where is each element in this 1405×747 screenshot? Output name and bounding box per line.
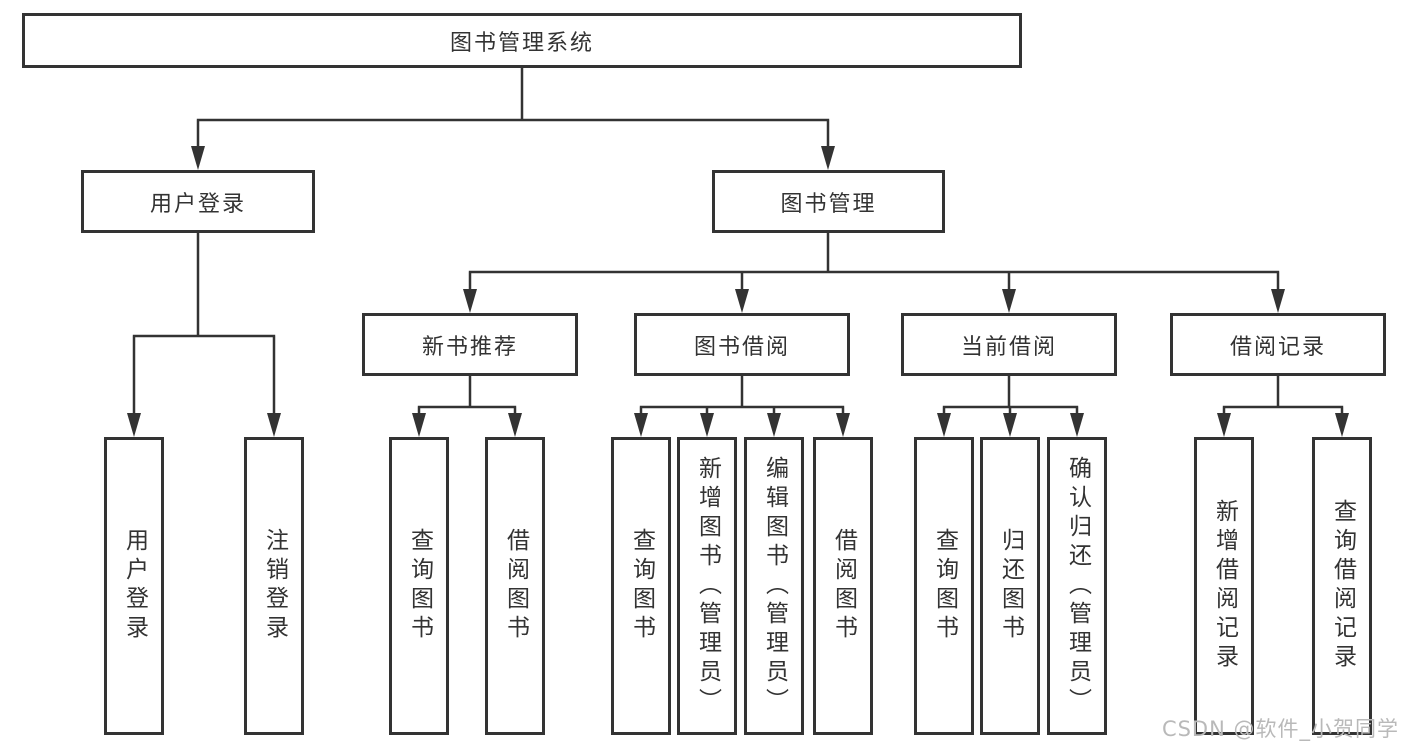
leaf-confirm-return-admin: 确认归还（管理员）	[1047, 437, 1107, 735]
leaf-label: 新增图书（管理员）	[694, 455, 721, 717]
leaf-query-books-borrow: 查询图书	[611, 437, 671, 735]
node-user-login: 用户登录	[81, 170, 315, 233]
node-new-book-recommend: 新书推荐	[362, 313, 578, 376]
leaf-label: 借阅图书	[502, 528, 529, 644]
leaf-add-borrow-record: 新增借阅记录	[1194, 437, 1254, 735]
csdn-watermark: CSDN @软件_小贺同学	[1161, 717, 1399, 741]
node-book-borrow: 图书借阅	[634, 313, 850, 376]
leaf-query-borrow-record: 查询借阅记录	[1312, 437, 1372, 735]
leaf-label: 查询借阅记录	[1329, 499, 1356, 673]
leaf-label: 注销登录	[261, 528, 288, 644]
node-book-management: 图书管理	[712, 170, 945, 233]
node-root-system: 图书管理系统	[22, 13, 1022, 68]
leaf-label: 归还图书	[997, 528, 1024, 644]
node-label: 图书管理系统	[449, 30, 594, 56]
leaf-borrow-books-recommend: 借阅图书	[485, 437, 545, 735]
leaf-borrow-books: 借阅图书	[813, 437, 873, 735]
leaf-add-books-admin: 新增图书（管理员）	[677, 437, 737, 735]
node-label: 新书推荐	[421, 334, 518, 360]
node-current-borrow: 当前借阅	[901, 313, 1117, 376]
leaf-label: 用户登录	[121, 528, 148, 644]
leaf-query-books-current: 查询图书	[914, 437, 974, 735]
node-label: 图书管理	[780, 191, 877, 217]
leaf-label: 确认归还（管理员）	[1064, 455, 1091, 717]
leaf-user-login: 用户登录	[104, 437, 164, 735]
leaf-label: 借阅图书	[830, 528, 857, 644]
leaf-edit-books-admin: 编辑图书（管理员）	[744, 437, 804, 735]
leaf-label: 查询图书	[931, 528, 958, 644]
node-borrow-record: 借阅记录	[1170, 313, 1386, 376]
node-label: 当前借阅	[960, 334, 1057, 360]
leaf-logout: 注销登录	[244, 437, 304, 735]
leaf-label: 新增借阅记录	[1211, 499, 1238, 673]
leaf-label: 编辑图书（管理员）	[761, 455, 788, 717]
node-label: 借阅记录	[1229, 334, 1326, 360]
node-label: 用户登录	[149, 191, 246, 217]
arrowheads	[127, 146, 1349, 437]
leaf-label: 查询图书	[628, 528, 655, 644]
leaf-return-books: 归还图书	[980, 437, 1040, 735]
leaf-query-books-recommend: 查询图书	[389, 437, 449, 735]
tree-branches	[132, 68, 1344, 416]
node-label: 图书借阅	[693, 334, 790, 360]
leaf-label: 查询图书	[406, 528, 433, 644]
